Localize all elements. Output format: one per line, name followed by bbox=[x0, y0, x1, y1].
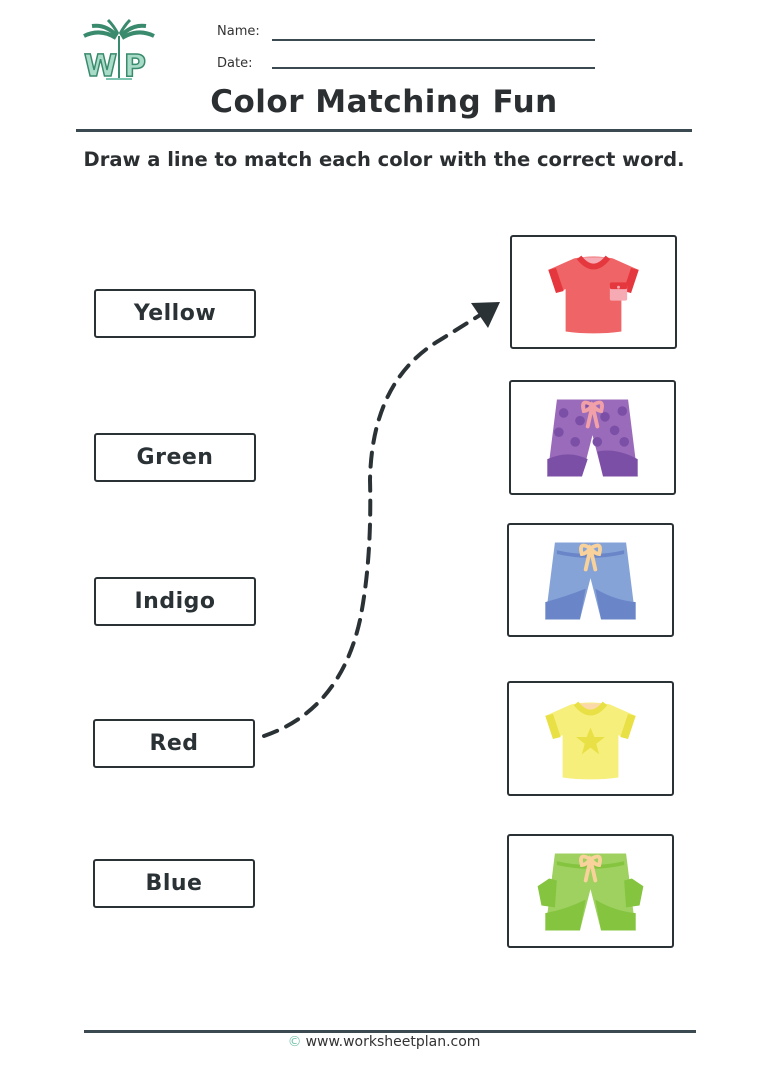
book-tree-logo-icon: W P bbox=[83, 18, 155, 85]
name-field[interactable] bbox=[272, 39, 595, 41]
word-label: Indigo bbox=[134, 589, 216, 614]
yellow-tshirt-icon bbox=[545, 701, 636, 780]
logo: W P bbox=[80, 18, 158, 85]
footer-url[interactable]: www.worksheetplan.com bbox=[305, 1034, 481, 1050]
copyright-icon: © bbox=[287, 1034, 302, 1050]
purple-shorts-icon bbox=[547, 399, 638, 477]
word-box-yellow[interactable]: Yellow bbox=[94, 289, 256, 338]
date-label: Date: bbox=[217, 56, 253, 71]
picture-red-tshirt[interactable] bbox=[510, 235, 677, 349]
arrowhead-icon bbox=[471, 302, 500, 328]
name-label: Name: bbox=[217, 24, 260, 39]
picture-green-shorts[interactable] bbox=[507, 834, 674, 948]
red-tshirt-icon bbox=[548, 255, 639, 333]
svg-text:W: W bbox=[84, 49, 117, 82]
blue-shorts-icon bbox=[545, 542, 636, 619]
word-label: Red bbox=[149, 731, 199, 756]
word-box-green[interactable]: Green bbox=[94, 433, 256, 482]
word-label: Green bbox=[136, 445, 214, 470]
svg-text:P: P bbox=[124, 49, 146, 82]
word-label: Blue bbox=[145, 871, 203, 896]
footer-divider bbox=[84, 1030, 696, 1033]
picture-yellow-tshirt[interactable] bbox=[507, 681, 674, 796]
page-title: Color Matching Fun bbox=[210, 84, 558, 120]
word-box-indigo[interactable]: Indigo bbox=[94, 577, 256, 626]
instructions: Draw a line to match each color with the… bbox=[83, 148, 685, 171]
picture-purple-shorts[interactable] bbox=[509, 380, 676, 495]
word-label: Yellow bbox=[133, 301, 217, 326]
picture-blue-shorts[interactable] bbox=[507, 523, 674, 637]
title-divider bbox=[76, 129, 692, 132]
word-box-red[interactable]: Red bbox=[93, 719, 255, 768]
footer: ©www.worksheetplan.com bbox=[0, 1034, 768, 1050]
green-shorts-icon bbox=[537, 853, 644, 930]
word-box-blue[interactable]: Blue bbox=[93, 859, 255, 908]
date-field[interactable] bbox=[272, 67, 595, 69]
